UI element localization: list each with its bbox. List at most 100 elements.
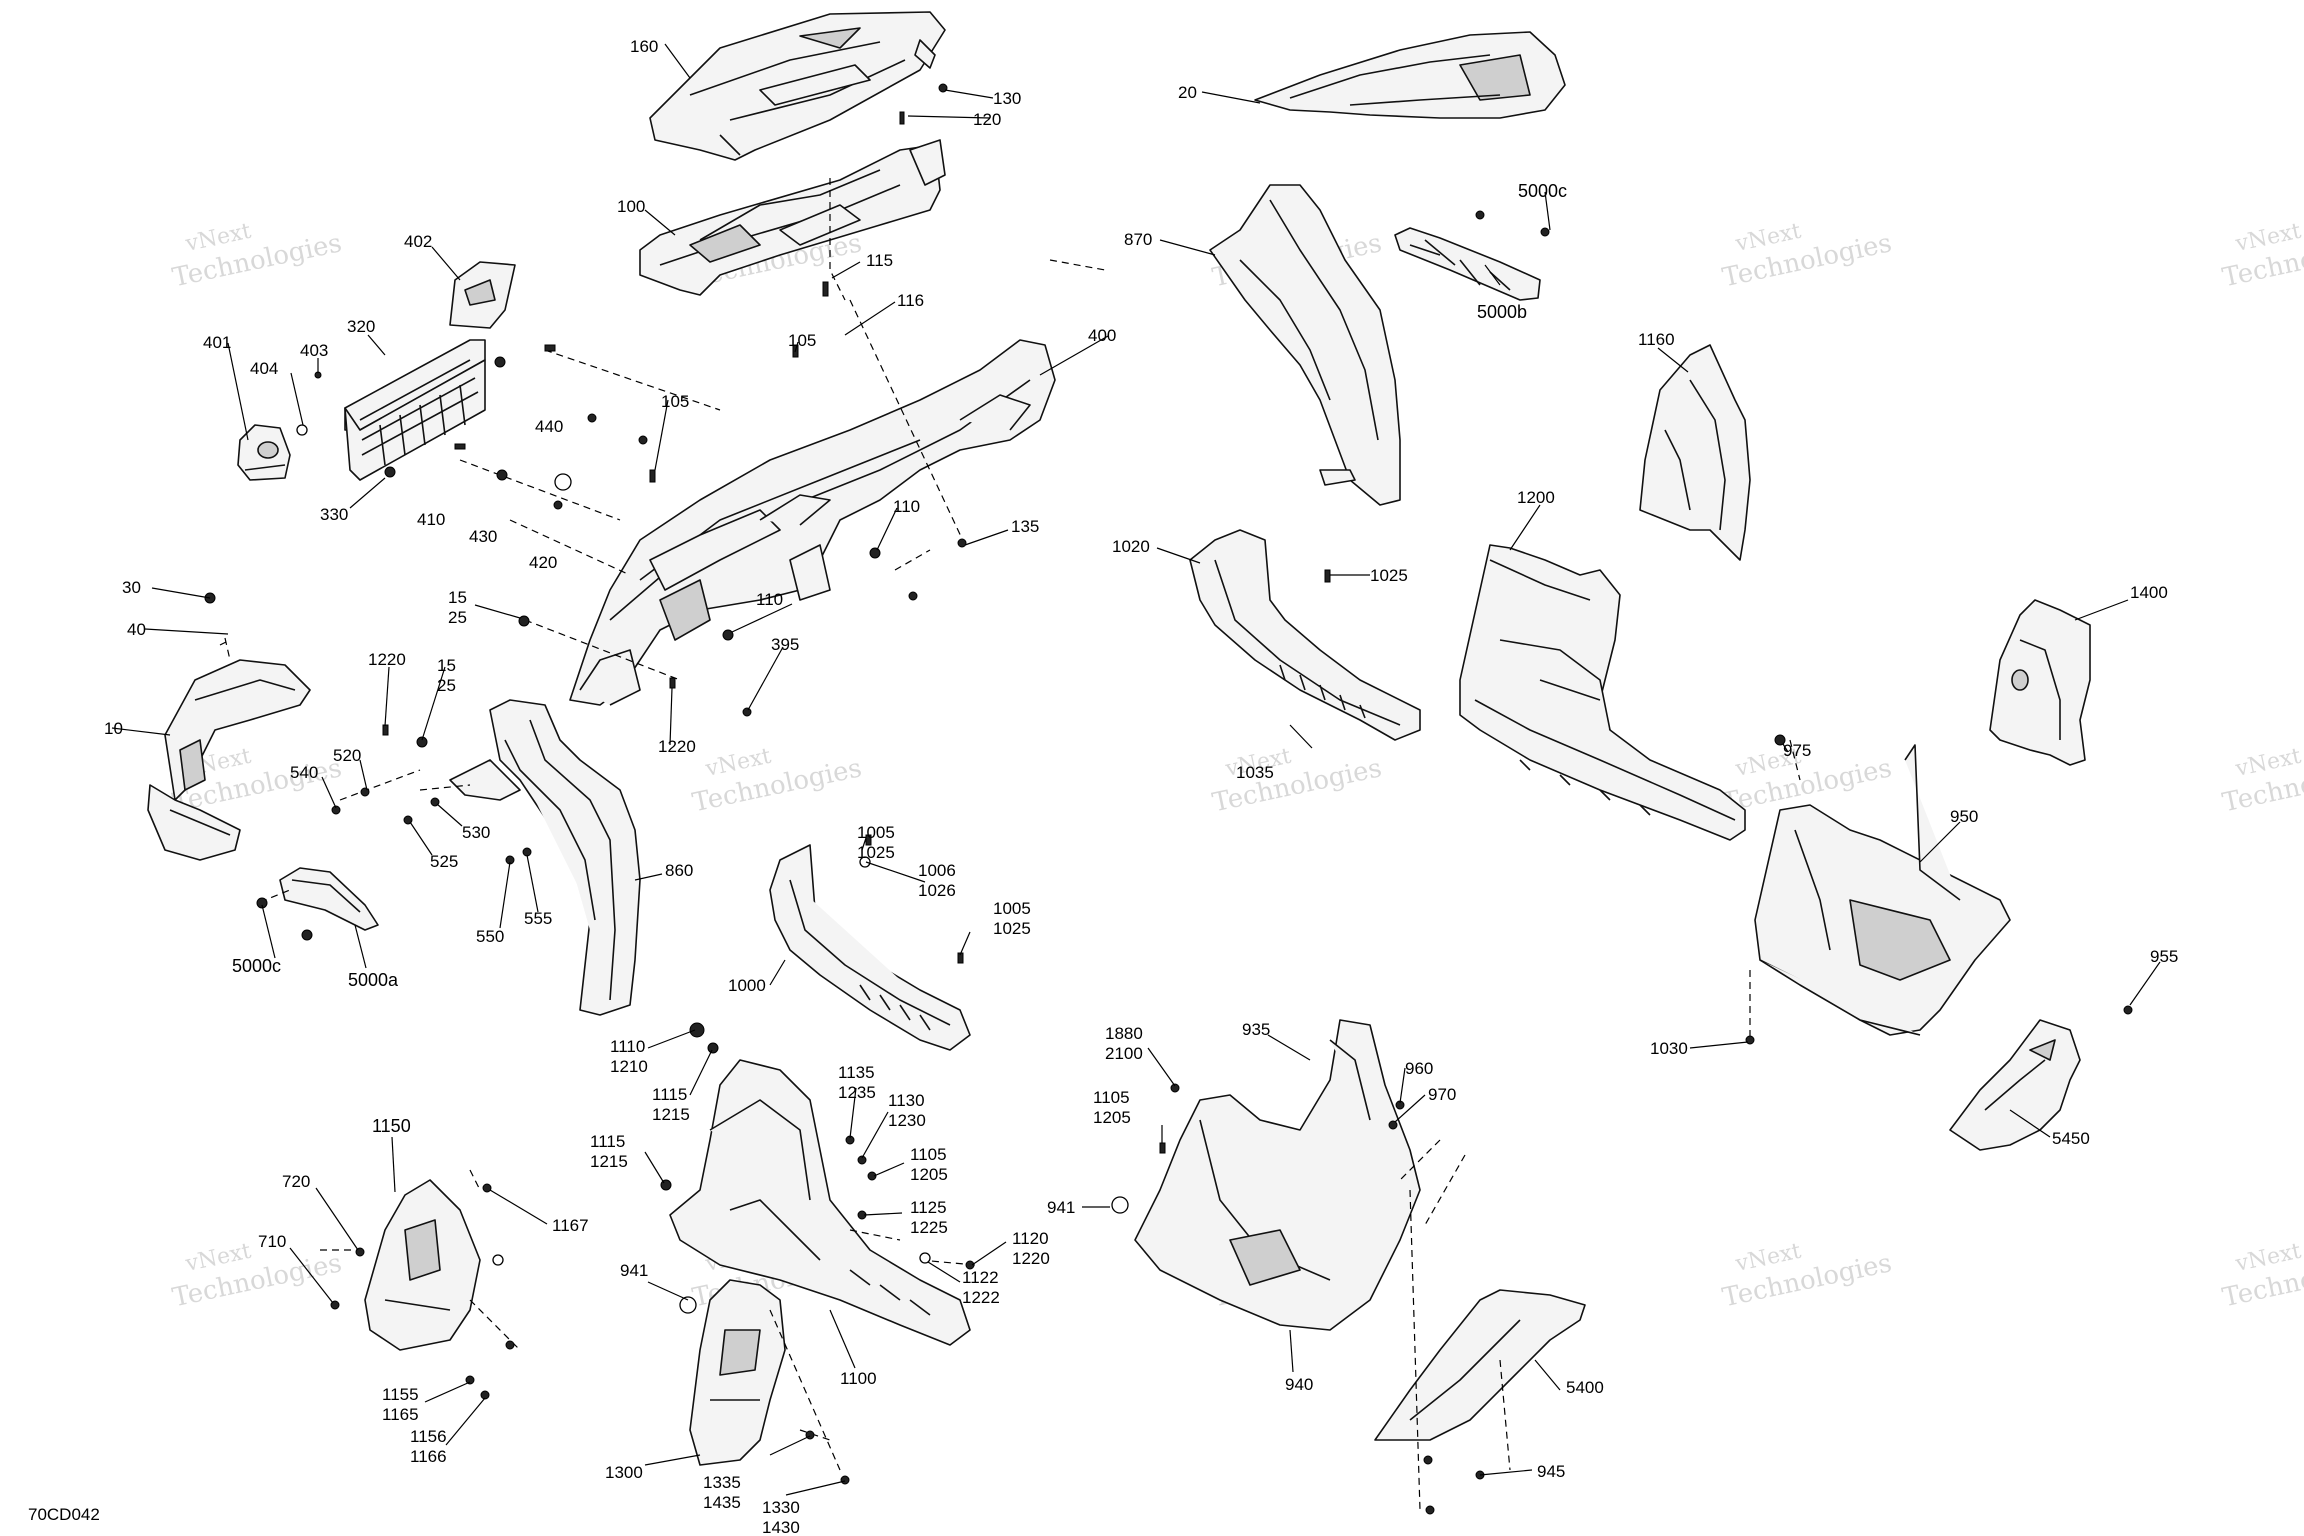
label-1220c: 1220 <box>1012 1249 1050 1268</box>
label-1035: 1035 <box>1236 763 1274 782</box>
fastener-120 <box>899 111 905 125</box>
label-15a: 15 <box>448 588 467 607</box>
label-1166: 1166 <box>410 1447 447 1466</box>
label-941a: 941 <box>620 1261 648 1280</box>
part-940-floor <box>1134 1019 1421 1331</box>
fastener-941b <box>1111 1196 1129 1214</box>
fastener-395 <box>742 707 752 717</box>
fastener-washer <box>492 1254 504 1266</box>
fastener-1155b <box>465 1375 475 1385</box>
label-5000c-left: 5000c <box>232 956 281 976</box>
label-1155: 1155 <box>382 1385 419 1404</box>
label-2100: 2100 <box>1105 1044 1143 1063</box>
label-15b: 15 <box>437 656 456 675</box>
watermark: vNext Technologies <box>2220 744 2304 819</box>
label-5000b: 5000b <box>1477 302 1527 322</box>
label-945: 945 <box>1537 1462 1565 1481</box>
fastener-110c <box>908 591 918 601</box>
label-1205a: 1205 <box>910 1165 948 1184</box>
fastener-975 <box>1774 734 1786 746</box>
label-1335: 1335 <box>703 1473 741 1492</box>
label-1030: 1030 <box>1650 1039 1688 1058</box>
label-440: 440 <box>535 417 563 436</box>
label-20: 20 <box>1178 83 1197 102</box>
fastener-1025 <box>1324 569 1331 583</box>
label-1230: 1230 <box>888 1111 926 1130</box>
fastener-110b <box>722 629 734 641</box>
part-400-dashboard <box>569 339 1056 706</box>
fastener-555 <box>522 847 532 857</box>
fastener-nut <box>587 413 597 423</box>
label-1115a: 1115 <box>652 1085 687 1104</box>
label-10: 10 <box>104 719 123 738</box>
label-940: 940 <box>1285 1375 1313 1394</box>
label-5400: 5400 <box>1566 1378 1604 1397</box>
label-550: 550 <box>476 927 504 946</box>
label-25a: 25 <box>448 608 467 627</box>
part-1400-panel <box>1989 599 2091 766</box>
fastener-nut <box>494 356 506 368</box>
label-1135: 1135 <box>838 1063 875 1082</box>
part-5000a-vent-trim <box>279 867 379 931</box>
fastener-1005a <box>865 834 872 846</box>
label-555: 555 <box>524 909 552 928</box>
label-1006: 1006 <box>918 861 956 880</box>
part-1160-panel <box>1639 344 1751 561</box>
callout-labels: 160 130 120 100 115 116 402 320 401 404 … <box>104 37 2178 1536</box>
label-1025a: 1025 <box>1370 566 1408 585</box>
part-860-left-pillar <box>449 699 641 1016</box>
label-1222: 1222 <box>962 1288 1000 1307</box>
label-395: 395 <box>771 635 799 654</box>
label-120: 120 <box>973 110 1001 129</box>
fastener-1330 <box>840 1475 850 1485</box>
part-950-floor-pan <box>1754 744 2011 1036</box>
fastener-105b <box>649 469 656 483</box>
part-100-console <box>639 139 946 296</box>
fastener-5000c-left <box>256 897 268 909</box>
label-1330: 1330 <box>762 1498 800 1517</box>
fastener-135 <box>957 538 967 548</box>
watermark: vNext Technologies <box>170 1239 345 1314</box>
fastener-130 <box>938 83 948 93</box>
watermark: vNext Technologies <box>690 744 865 819</box>
watermark: vNext Technologies <box>1720 1239 1895 1314</box>
label-403: 403 <box>300 341 328 360</box>
fastener-955 <box>2123 1005 2133 1015</box>
label-1435: 1435 <box>703 1493 741 1512</box>
label-1225: 1225 <box>910 1218 948 1237</box>
part-1100-console-lower <box>669 1059 971 1346</box>
part-1020-channel <box>1189 529 1421 741</box>
label-970: 970 <box>1428 1085 1456 1104</box>
label-520: 520 <box>333 746 361 765</box>
label-935: 935 <box>1242 1020 1270 1039</box>
label-1150: 1150 <box>372 1116 411 1136</box>
label-110a: 110 <box>893 497 920 516</box>
fastener-1110 <box>689 1022 705 1038</box>
fastener-1115a <box>707 1042 719 1054</box>
label-540: 540 <box>290 763 318 782</box>
part-1200-tunnel <box>1459 544 1746 841</box>
label-1100: 1100 <box>840 1369 877 1388</box>
label-110b: 110 <box>756 590 783 609</box>
label-1220b: 1220 <box>658 737 696 756</box>
label-130: 130 <box>993 89 1021 108</box>
fastener-1105a <box>867 1171 877 1181</box>
label-1235: 1235 <box>838 1083 876 1102</box>
label-1300: 1300 <box>605 1463 643 1482</box>
fastener-941a <box>679 1296 697 1314</box>
watermark: vNext Technologies <box>2220 1239 2304 1314</box>
label-1156: 1156 <box>410 1427 447 1446</box>
fastener-nut <box>638 435 648 445</box>
label-530: 530 <box>462 823 490 842</box>
label-105b: 105 <box>661 392 689 411</box>
label-1020: 1020 <box>1112 537 1150 556</box>
part-1150-panel <box>364 1179 481 1351</box>
fastener-970 <box>1388 1120 1398 1130</box>
fastener-bolt <box>544 344 556 352</box>
label-30: 30 <box>122 578 141 597</box>
label-1122: 1122 <box>962 1268 999 1287</box>
fastener-1120 <box>965 1260 975 1270</box>
part-402-bracket <box>449 261 516 329</box>
label-1125: 1125 <box>910 1198 947 1217</box>
